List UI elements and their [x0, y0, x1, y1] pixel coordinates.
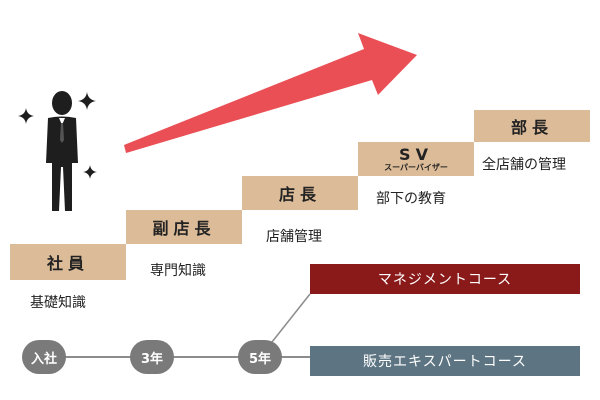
step-supervisor-subtitle: スーパーバイザー [384, 162, 448, 172]
sparkle-icon [18, 108, 34, 124]
specialist-course-label: 販売エキスパートコース [363, 354, 527, 370]
step-store-manager-title: 店長 [278, 185, 321, 204]
branch-connector [271, 293, 311, 343]
sparkle-icon [78, 92, 96, 110]
timeline-node-5years-label: 5年 [248, 351, 272, 367]
step-staff: 社員 [10, 244, 126, 280]
timeline-node-3years: 3年 [130, 340, 174, 374]
step-supervisor: SV スーパーバイザー [358, 142, 474, 176]
timeline-node-join-label: 入社 [30, 351, 57, 367]
step-assistant-manager-title: 副店長 [152, 219, 216, 238]
step-supervisor-title: SV [399, 145, 433, 165]
timeline-node-join: 入社 [22, 340, 66, 374]
person-figure [46, 91, 78, 211]
specialist-course-bar: 販売エキスパートコース [310, 346, 580, 376]
timeline-node-3years-label: 3年 [140, 351, 164, 367]
step-staff-description: 基礎知識 [30, 295, 86, 311]
step-store-manager-description: 店舗管理 [266, 229, 322, 245]
step-department-manager-title: 部長 [510, 118, 553, 137]
step-department-manager-description: 全店舗の管理 [482, 157, 566, 173]
step-supervisor-description: 部下の教育 [376, 191, 446, 207]
growth-arrow [124, 33, 417, 153]
step-staff-title: 社員 [46, 254, 89, 273]
step-assistant-manager: 副店長 [126, 210, 242, 244]
step-store-manager: 店長 [242, 176, 358, 210]
sparkle-icon [83, 165, 97, 179]
step-assistant-manager-description: 専門知識 [150, 263, 206, 279]
timeline-line [40, 356, 310, 358]
timeline-node-5years: 5年 [238, 340, 282, 374]
management-course-bar: マネジメントコース [310, 264, 580, 294]
management-course-label: マネジメントコース [377, 272, 513, 288]
step-department-manager: 部長 [474, 110, 590, 142]
